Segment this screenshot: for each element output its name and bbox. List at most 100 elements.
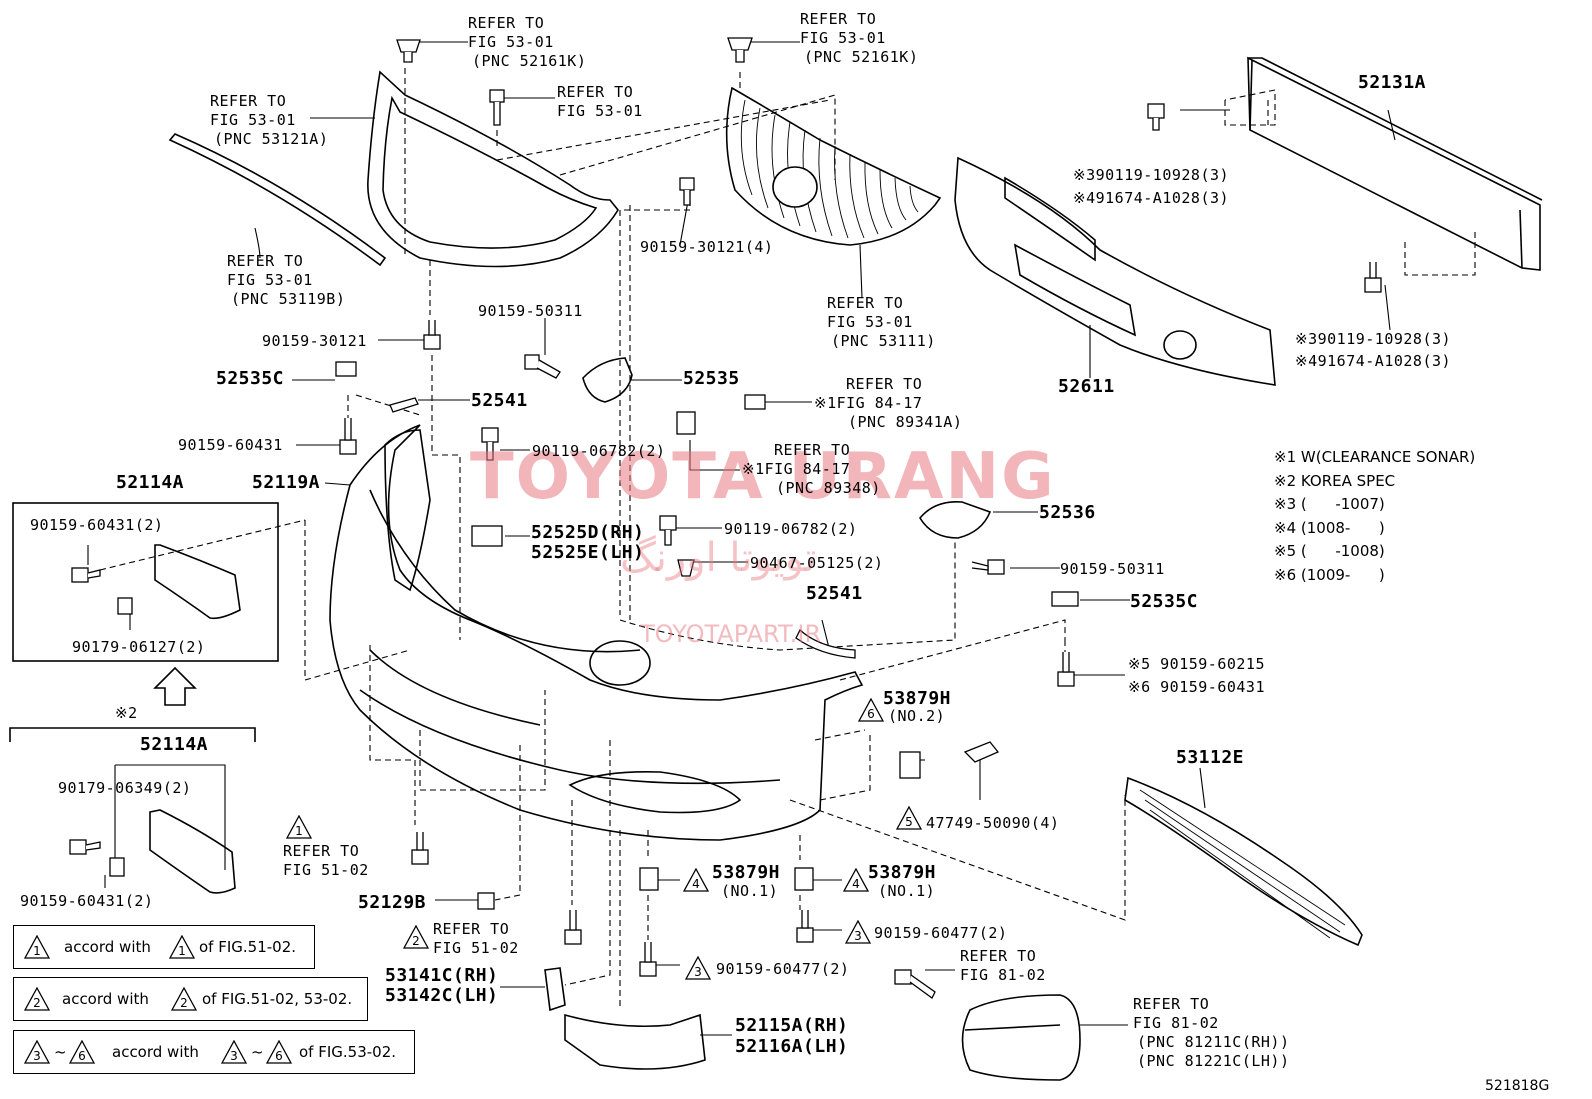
korea-bracket (9, 727, 256, 742)
note-3: ※3 ( -1007) (1274, 495, 1385, 513)
legend-3-triangle-c: 3 (220, 1039, 248, 1064)
bolt-10928-bottom (1364, 262, 1382, 293)
bolt-10928-bottom-a: ※390119-10928(3) (1295, 330, 1452, 348)
part-53879H-no1-left: 53879H (712, 862, 781, 883)
svg-text:1: 1 (178, 944, 186, 958)
bolt-10928-top-a: ※390119-10928(3) (1073, 166, 1230, 184)
notes-list: ※1 W(CLEARANCE SONAR) ※2 KOREA SPEC ※3 (… (1274, 446, 1475, 587)
clip-sonar-right (744, 394, 766, 410)
sensor-47749-label: 47749-50090(4) (926, 814, 1060, 832)
part-52535C-right: 52535C (1130, 591, 1199, 612)
part-52114A-korea: 52114A (140, 734, 209, 755)
bolt-fog (894, 969, 936, 999)
part-52535: 52535 (683, 368, 740, 389)
sensor-bracket-52535 (582, 357, 633, 403)
bracket-53879H-NO1-right (794, 867, 814, 891)
note-5: ※5 ( -1008) (1274, 542, 1385, 560)
legend-1: 1 accord with 1 of FIG.51-02. (13, 925, 315, 969)
label-no1-left: (NO.1) (721, 882, 779, 900)
clip-52541-mid (795, 628, 856, 659)
part-52541-top: 52541 (471, 390, 528, 411)
part-53142C: 53142C(LH) (385, 985, 499, 1006)
bolt-90159-50311-left: 90159-50311 (478, 302, 583, 320)
inset-box-52114A (12, 502, 279, 662)
energy-absorber (954, 156, 1276, 386)
part-52541-mid: 52541 (806, 583, 863, 604)
bolt-90159-30121: 90159-30121 (262, 332, 367, 350)
grille-frame (367, 70, 619, 268)
part-52119A: 52119A (252, 472, 321, 493)
triangle-4-left: 4 (682, 867, 710, 892)
legend-3: 3 ~ 6 accord with 3 ~ 6 of FIG.53-02. (13, 1030, 415, 1074)
part-52525E: 52525E(LH) (531, 542, 645, 563)
clip-52541-top (389, 397, 419, 413)
bolt-left-60431 (339, 418, 357, 455)
svg-text:3: 3 (33, 1049, 41, 1063)
legend-2: 2 accord with 2 of FIG.51-02, 53-02. (13, 977, 368, 1021)
bolt-inset-60431: 90159-60431(2) (30, 516, 164, 534)
bolt-60477-left (639, 942, 657, 977)
clip-inset-upper (117, 597, 133, 615)
label-korea-mark: ※2 (115, 704, 138, 722)
bolt-06782-b (659, 515, 677, 546)
watermark-brand: TOYOTA URANG (470, 440, 1056, 514)
svg-text:6: 6 (78, 1049, 86, 1063)
svg-text:3: 3 (694, 965, 702, 979)
triangle-5: 5 (895, 805, 923, 830)
part-52536: 52536 (1039, 502, 1096, 523)
svg-text:2: 2 (412, 934, 420, 948)
clip-top-left (396, 39, 421, 63)
bolt-50311-left (524, 354, 561, 379)
svg-text:2: 2 (33, 996, 41, 1010)
bracket-53879H-NO1-left (639, 867, 659, 891)
lower-bracket (564, 1013, 706, 1070)
svg-text:3: 3 (854, 929, 862, 943)
triangle-2: 2 (402, 924, 430, 949)
bolt-60215: ※5 90159-60215 (1128, 655, 1265, 673)
sensor-bracket-52536 (919, 501, 992, 539)
bolt-center-lower (564, 910, 582, 945)
part-53879H-no2: 53879H (883, 688, 952, 709)
bolt-60215 (1057, 652, 1075, 687)
note-2: ※2 KOREA SPEC (1274, 471, 1396, 490)
bolt-left-51-02 (411, 832, 429, 865)
bolt-90467-05125: 90467-05125(2) (750, 554, 884, 572)
bolt-grille-right (679, 177, 695, 206)
part-53879H-no1-right: 53879H (868, 862, 937, 883)
refer-r8: REFER TO※1FIG 84-17(PNC 89348) (742, 441, 881, 497)
legend-2-triangle-a: 2 (23, 986, 51, 1011)
watermark-url: TOYOTAPART.IR (640, 620, 822, 648)
svg-text:2: 2 (180, 996, 188, 1010)
svg-text:1: 1 (33, 944, 41, 958)
clip-inset-lower (109, 857, 125, 877)
note-1: ※1 W(CLEARANCE SONAR) (1274, 448, 1476, 466)
legend-3-triangle-b: 6 (68, 1039, 96, 1064)
part-52115A: 52115A(RH) (735, 1015, 849, 1036)
clip-inset-06127: 90179-06127(2) (72, 638, 206, 656)
triangle-4-right: 4 (842, 867, 870, 892)
part-52611: 52611 (1058, 376, 1115, 397)
bolt-10928-top-b: ※491674-A1028(3) (1073, 189, 1230, 207)
bolt-90159-30121-4: 90159-30121(4) (640, 238, 774, 256)
bolt-inset-lower (69, 839, 101, 855)
svg-text:3: 3 (230, 1049, 238, 1063)
refer-r7: REFER TO※1FIG 84-17(PNC 89341A) (814, 375, 963, 431)
clip-52129B (477, 892, 495, 910)
bolt-inset-upper (71, 567, 101, 583)
triangle-3-right: 3 (844, 919, 872, 944)
part-52525D: 52525D(RH) (531, 522, 645, 543)
bolt-10928-top (1147, 103, 1165, 131)
label-no2: (NO.2) (888, 707, 946, 725)
bumper-cover (329, 424, 864, 841)
svg-text:4: 4 (692, 877, 700, 891)
bolt-90159-60431: 90159-60431 (178, 436, 283, 454)
legend-1-triangle-a: 1 (23, 934, 51, 959)
part-52114A-inset: 52114A (116, 472, 185, 493)
